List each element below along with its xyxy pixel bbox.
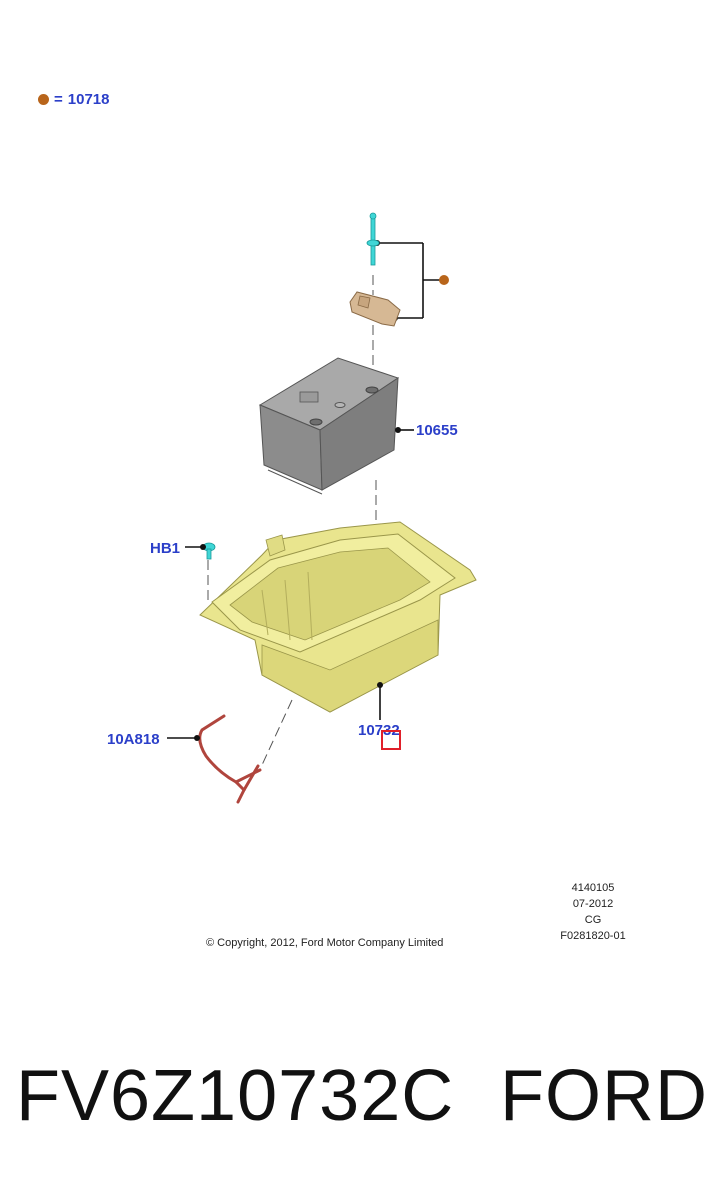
callout-battery[interactable]: 10655 bbox=[416, 422, 458, 439]
hold-down-bolt bbox=[366, 212, 380, 266]
callout-tray[interactable]: 10732 bbox=[358, 722, 400, 739]
highlight-box bbox=[381, 730, 401, 750]
legend: = 10718 bbox=[38, 91, 109, 108]
drawing-meta: 4140105 07-2012 CG F0281820-01 bbox=[545, 880, 641, 944]
battery-tray bbox=[199, 521, 477, 713]
parts-diagram: = 10718 10655 HB1 10732 10A818 4140105 0… bbox=[38, 91, 641, 949]
copyright: © Copyright, 2012, Ford Motor Company Li… bbox=[206, 937, 444, 949]
fastener-marker-dot bbox=[439, 275, 449, 285]
legend-part-number: 10718 bbox=[67, 91, 110, 108]
legend-dot-icon bbox=[38, 94, 49, 105]
meta-line-3: CG bbox=[584, 914, 602, 926]
battery-clamp bbox=[349, 291, 401, 327]
brand-name: FORD bbox=[500, 1056, 708, 1136]
battery-cable bbox=[198, 714, 262, 804]
diagram-drawing bbox=[167, 212, 477, 804]
battery bbox=[258, 357, 400, 495]
meta-line-4: F0281820-01 bbox=[560, 930, 626, 942]
meta-line-2: 07-2012 bbox=[572, 898, 614, 910]
callout-bolt[interactable]: HB1 bbox=[150, 540, 181, 557]
legend-equals: = bbox=[54, 91, 63, 108]
footer: FV6Z10732C FORD bbox=[0, 1060, 708, 1160]
leader-10718 bbox=[377, 242, 440, 319]
tray-bolt bbox=[202, 542, 216, 560]
callout-cable[interactable]: 10A818 bbox=[107, 731, 160, 748]
part-number: FV6Z10732C bbox=[16, 1056, 455, 1136]
meta-line-1: 4140105 bbox=[571, 882, 615, 894]
